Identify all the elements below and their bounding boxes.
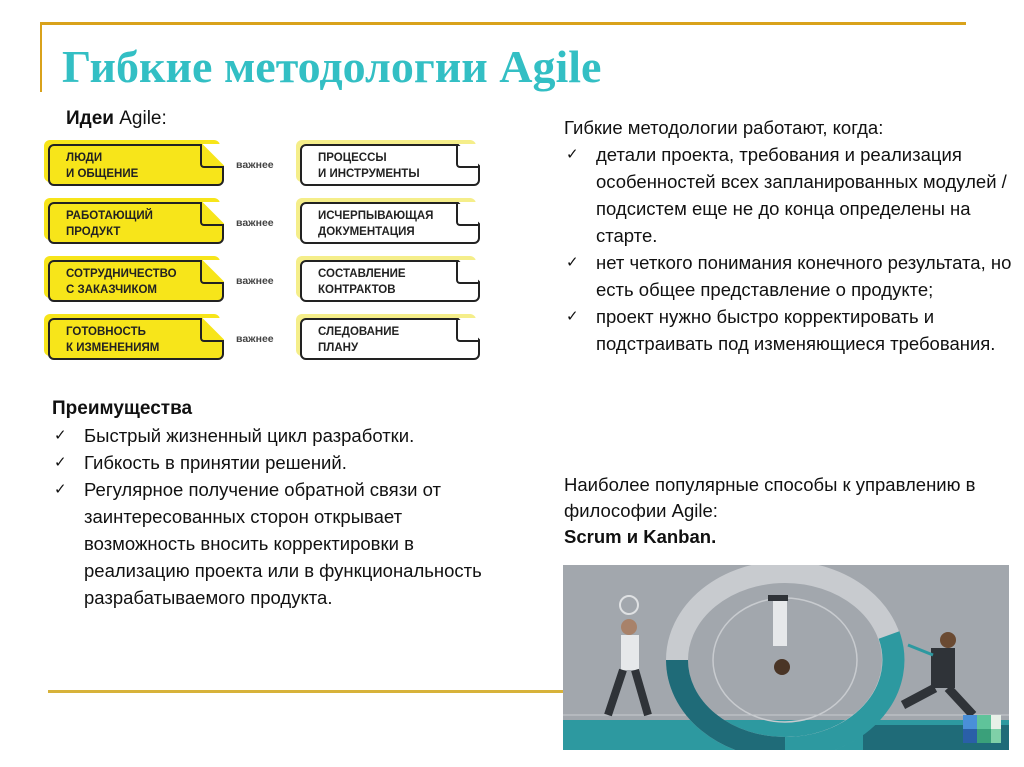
value-card-secondary: СОСТАВЛЕНИЕ КОНТРАКТОВ <box>300 260 480 302</box>
card-line: ИСЧЕРПЫВАЮЩАЯ <box>318 210 434 222</box>
slide-title: Гибкие методологии Agile <box>62 41 602 92</box>
advantage-item: ✓ Регулярное получение обратной связи от … <box>52 476 512 611</box>
checkmark-icon: ✓ <box>566 146 579 163</box>
card-line: С ЗАКАЗЧИКОМ <box>66 284 157 296</box>
card-line: СОТРУДНИЧЕСТВО <box>66 268 177 280</box>
advantage-text: Регулярное получение обратной связи от з… <box>84 479 482 608</box>
value-card-preferred: ЛЮДИ И ОБЩЕНИЕ <box>48 144 224 186</box>
comparison-label: важнее <box>236 159 274 171</box>
card-line: К ИЗМЕНЕНИЯМ <box>66 342 160 354</box>
condition-item: ✓ нет четкого понимания конечного результ… <box>564 249 1014 303</box>
ideas-heading-rest: Agile: <box>113 108 167 129</box>
condition-item: ✓ проект нужно быстро корректировать и по… <box>564 303 1014 357</box>
popular-methods-names: Scrum и Kanban. <box>564 526 717 547</box>
card-line: ГОТОВНОСТЬ <box>66 326 146 338</box>
ideas-heading: Идеи Agile: <box>66 108 167 130</box>
condition-text: нет четкого понимания конечного результа… <box>596 252 1012 300</box>
agile-cycle-illustration <box>563 565 1009 750</box>
when-works-list: ✓ детали проекта, требования и реализация… <box>564 141 1014 357</box>
card-line: СОСТАВЛЕНИЕ <box>318 268 406 280</box>
condition-text: проект нужно быстро корректировать и под… <box>596 306 996 354</box>
card-line: ДОКУМЕНТАЦИЯ <box>318 226 415 238</box>
page-fold-icon <box>456 144 480 168</box>
comparison-label: важнее <box>236 275 274 287</box>
page-fold-icon <box>200 318 224 342</box>
popular-methods: Наиболее популярные способы к управлению… <box>564 472 1014 550</box>
value-row: РАБОТАЮЩИЙ ПРОДУКТ важнее ИСЧЕРПЫВАЮЩАЯ … <box>46 202 486 260</box>
page-fold-icon <box>200 260 224 284</box>
comparison-label: важнее <box>236 217 274 229</box>
card-line: ПРОДУКТ <box>66 226 121 238</box>
card-line: КОНТРАКТОВ <box>318 284 396 296</box>
value-card-preferred: СОТРУДНИЧЕСТВО С ЗАКАЗЧИКОМ <box>48 260 224 302</box>
page-fold-icon <box>456 202 480 226</box>
frame-left-line <box>40 22 42 92</box>
condition-text: детали проекта, требования и реализация … <box>596 144 1007 246</box>
page-fold-icon <box>456 318 480 342</box>
popular-methods-text: Наиболее популярные способы к управлению… <box>564 474 976 521</box>
advantage-text: Гибкость в принятии решений. <box>84 452 347 473</box>
value-row: ЛЮДИ И ОБЩЕНИЕ важнее ПРОЦЕССЫ И ИНСТРУМ… <box>46 144 486 202</box>
frame-bottom-line <box>48 690 563 693</box>
advantage-text: Быстрый жизненный цикл разработки. <box>84 425 415 446</box>
value-row: СОТРУДНИЧЕСТВО С ЗАКАЗЧИКОМ важнее СОСТА… <box>46 260 486 318</box>
card-line: И ИНСТРУМЕНТЫ <box>318 168 420 180</box>
advantage-item: ✓ Гибкость в принятии решений. <box>52 449 512 476</box>
advantages-section: Преимущества ✓ Быстрый жизненный цикл раз… <box>52 398 512 611</box>
frame-top-line <box>40 22 966 25</box>
value-row: ГОТОВНОСТЬ К ИЗМЕНЕНИЯМ важнее СЛЕДОВАНИ… <box>46 318 486 376</box>
value-card-preferred: РАБОТАЮЩИЙ ПРОДУКТ <box>48 202 224 244</box>
checkmark-icon: ✓ <box>566 254 579 271</box>
card-line: ЛЮДИ <box>66 152 103 164</box>
ideas-heading-bold: Идеи <box>66 108 114 129</box>
value-card-secondary: ИСЧЕРПЫВАЮЩАЯ ДОКУМЕНТАЦИЯ <box>300 202 480 244</box>
comparison-label: важнее <box>236 333 274 345</box>
advantages-list: ✓ Быстрый жизненный цикл разработки. ✓ Гиб… <box>52 422 512 611</box>
value-card-secondary: ПРОЦЕССЫ И ИНСТРУМЕНТЫ <box>300 144 480 186</box>
page-fold-icon <box>200 202 224 226</box>
checkmark-icon: ✓ <box>54 454 67 471</box>
page-fold-icon <box>200 144 224 168</box>
page-fold-icon <box>456 260 480 284</box>
checkmark-icon: ✓ <box>54 427 67 444</box>
card-line: РАБОТАЮЩИЙ <box>66 210 153 222</box>
condition-item: ✓ детали проекта, требования и реализация… <box>564 141 1014 249</box>
card-line: ПРОЦЕССЫ <box>318 152 387 164</box>
agile-values-list: ЛЮДИ И ОБЩЕНИЕ важнее ПРОЦЕССЫ И ИНСТРУМ… <box>46 144 486 376</box>
card-line: И ОБЩЕНИЕ <box>66 168 139 180</box>
advantages-title: Преимущества <box>52 398 193 419</box>
checkmark-icon: ✓ <box>54 481 67 498</box>
card-line: ПЛАНУ <box>318 342 359 354</box>
card-line: СЛЕДОВАНИЕ <box>318 326 400 338</box>
illustration-graphic <box>563 565 1009 750</box>
advantage-item: ✓ Быстрый жизненный цикл разработки. <box>52 422 512 449</box>
value-card-preferred: ГОТОВНОСТЬ К ИЗМЕНЕНИЯМ <box>48 318 224 360</box>
value-card-secondary: СЛЕДОВАНИЕ ПЛАНУ <box>300 318 480 360</box>
when-works-intro: Гибкие методологии работают, когда: <box>564 117 884 138</box>
checkmark-icon: ✓ <box>566 308 579 325</box>
when-works-section: Гибкие методологии работают, когда: ✓ дет… <box>564 114 1014 357</box>
